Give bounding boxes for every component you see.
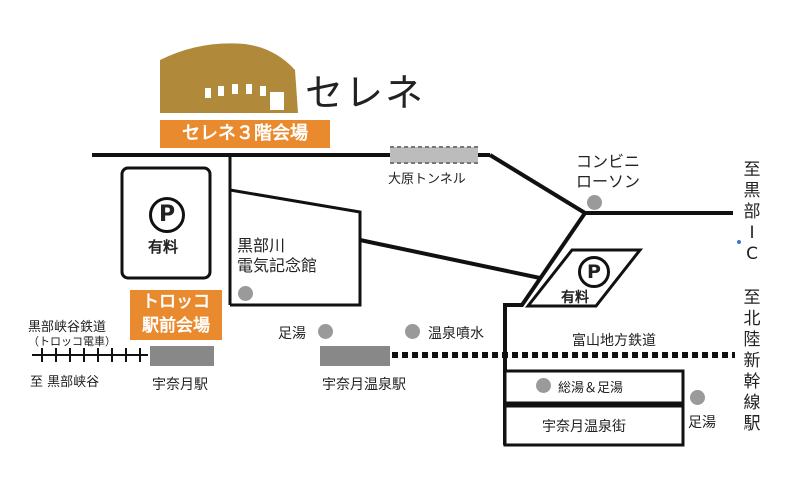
trolley-venue-line1: トロッコ — [142, 292, 210, 312]
gorge-railway-name: 黒部峡谷鉄道 — [28, 320, 107, 335]
to-kurobe-ic-label: 至 黒 部 I C — [743, 160, 761, 264]
gorge-railway-direction: 至 黒部峡谷 — [30, 375, 100, 390]
kurobegawa-hall-line1: 黒部川 — [237, 236, 286, 255]
parking-2-icon: P — [578, 256, 610, 288]
trolley-venue-line2: 駅前会場 — [142, 316, 210, 336]
soyu-block — [503, 369, 685, 405]
soyu-label: 総湯＆足湯 — [558, 381, 624, 396]
parking-1-fee: 有料 — [148, 238, 179, 256]
soyu-marker — [536, 378, 551, 393]
kurobegawa-hall-line2: 電気記念館 — [237, 256, 318, 275]
kurobegawa-hall-label: 黒部川 電気記念館 — [237, 236, 317, 276]
footbath-2-label: 足湯 — [688, 415, 716, 431]
convenience-store-line1: コンビニ — [576, 152, 641, 171]
trolley-venue-label: トロッコ 駅前会場 — [130, 290, 222, 340]
convenience-store-marker — [587, 195, 602, 210]
unazuki-onsen-station — [320, 346, 390, 366]
convenience-store-label: コンビニ ローソン — [576, 152, 640, 192]
fountain-marker — [405, 324, 420, 339]
unazuki-station — [150, 346, 214, 366]
toyama-railway-label: 富山地方鉄道 — [572, 333, 656, 349]
tunnel-shape — [390, 147, 478, 163]
kurobegawa-hall-marker — [238, 286, 253, 301]
hall-block — [229, 188, 362, 307]
onsen-street-label: 宇奈月温泉街 — [542, 419, 626, 435]
footbath-2-marker — [690, 390, 705, 405]
kurobe-ic-marker-icon — [737, 240, 741, 244]
unazuki-station-label: 宇奈月駅 — [152, 377, 208, 393]
gorge-railway-ties — [41, 348, 141, 362]
to-shinkansen-label: 至 北 陸 新 幹 線 駅 — [743, 288, 761, 434]
tunnel-label: 大原トンネル — [388, 172, 466, 187]
parking-1-icon: P — [149, 197, 185, 233]
fountain-label: 温泉噴水 — [428, 326, 484, 342]
onsen-street-block — [503, 404, 685, 447]
footbath-1-marker — [318, 324, 333, 339]
gorge-railway-sub: （トロッコ電車） — [28, 335, 116, 348]
road-diagonal — [359, 238, 541, 280]
selene-hall-label: セレネ３階会場 — [160, 120, 330, 148]
parking-2-fee: 有料 — [561, 290, 589, 306]
selene-building-windows — [205, 84, 284, 110]
footbath-1-label: 足湯 — [278, 326, 306, 342]
convenience-store-line2: ローソン — [576, 172, 641, 191]
selene-logo-text: セレネ — [305, 71, 426, 115]
road-to-junction — [488, 153, 587, 215]
unazuki-onsen-station-label: 宇奈月温泉駅 — [322, 377, 406, 393]
